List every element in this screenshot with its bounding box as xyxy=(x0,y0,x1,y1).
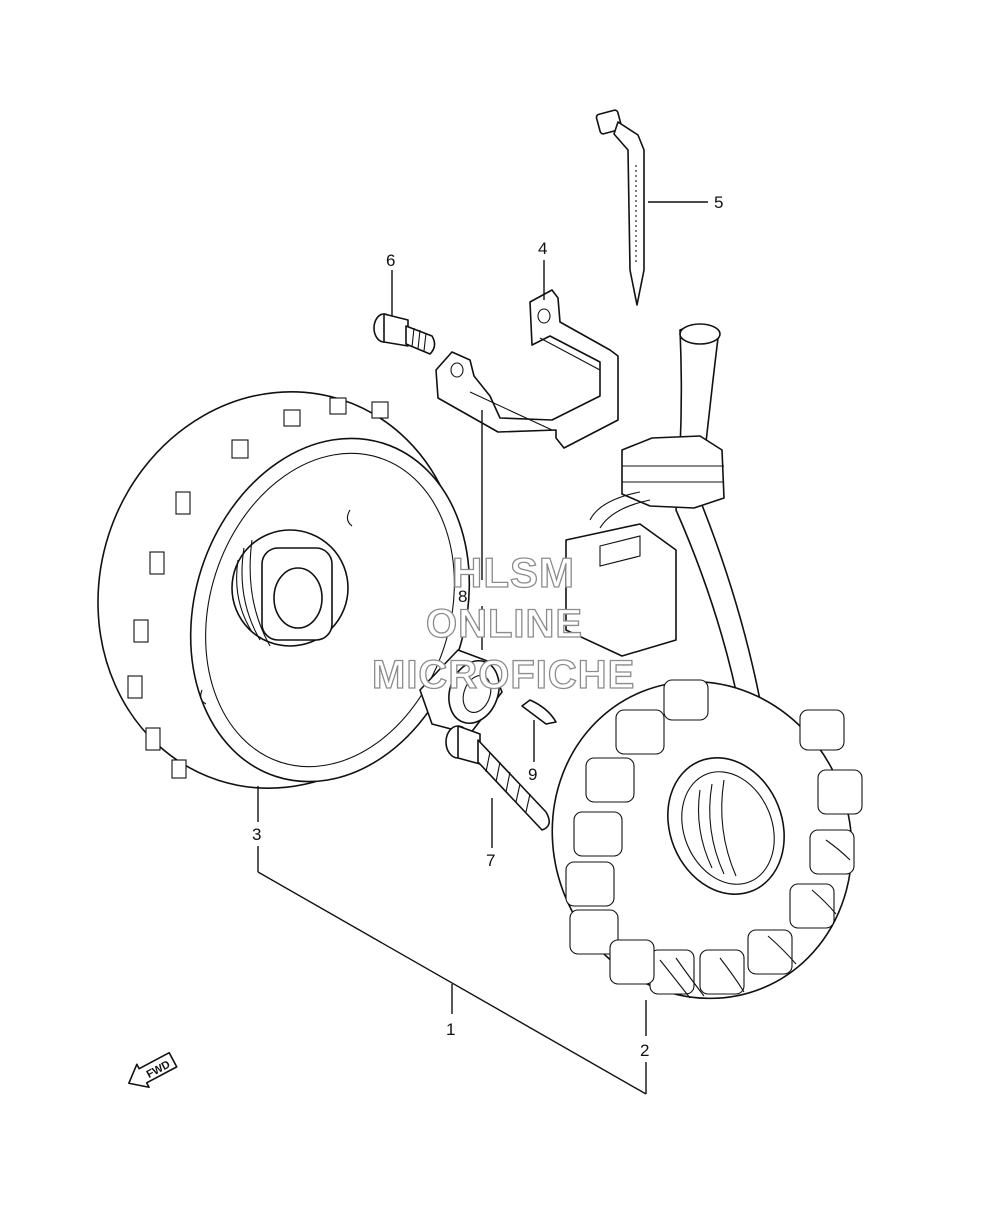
callout-labels: 1 2 3 4 5 6 7 8 9 xyxy=(252,193,723,1060)
fwd-direction-arrow: FWD xyxy=(128,1051,178,1089)
callout-5[interactable]: 5 xyxy=(714,193,723,212)
watermark: HLSM ONLINE MICROFICHE xyxy=(371,548,635,697)
fwd-label: FWD xyxy=(145,1059,173,1081)
watermark-line-3: MICROFICHE xyxy=(372,653,635,697)
part-5-cable-tie[interactable] xyxy=(595,109,645,306)
part-4-bracket[interactable] xyxy=(435,289,619,449)
callout-1[interactable]: 1 xyxy=(446,1020,455,1039)
part-3-rotor[interactable] xyxy=(47,344,513,836)
callout-2[interactable]: 2 xyxy=(640,1041,649,1060)
watermark-line-2: ONLINE xyxy=(426,602,583,646)
watermark-line-1: HLSM xyxy=(452,549,575,596)
callout-4[interactable]: 4 xyxy=(538,239,547,258)
callout-7[interactable]: 7 xyxy=(486,851,495,870)
callout-3[interactable]: 3 xyxy=(252,825,261,844)
callout-9[interactable]: 9 xyxy=(528,765,537,784)
part-7-bolt[interactable] xyxy=(445,725,550,831)
callout-8[interactable]: 8 xyxy=(458,587,467,606)
leader-lines xyxy=(257,201,708,1095)
part-8-nut[interactable] xyxy=(419,649,507,735)
part-9-key[interactable] xyxy=(521,699,557,725)
part-2-stator[interactable] xyxy=(505,323,899,1044)
callout-6[interactable]: 6 xyxy=(386,251,395,270)
part-6-bolt[interactable] xyxy=(373,313,436,355)
